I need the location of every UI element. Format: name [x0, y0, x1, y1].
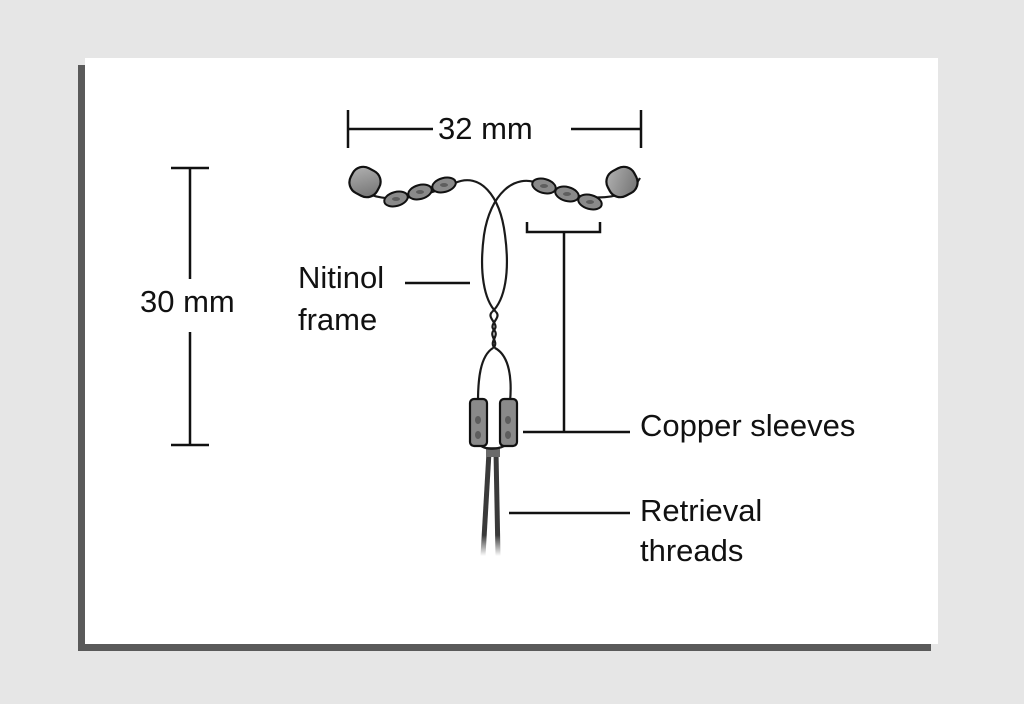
copper-leader-bracket [523, 222, 630, 434]
nitinol-frame [351, 177, 641, 450]
right-arm-beads [531, 177, 603, 211]
frame-label-line2: frame [298, 300, 378, 340]
threads-label-line1: Retrieval [640, 491, 763, 531]
width-dimension [346, 110, 643, 148]
diagram-card [85, 58, 938, 644]
right-arm-cap [605, 165, 639, 199]
height-label: 30 mm [138, 282, 237, 322]
stem-copper-sleeves [468, 397, 519, 448]
left-arm-beads [383, 176, 457, 208]
threads-label-line2: threads [640, 531, 744, 571]
retrieval-threads [480, 447, 501, 557]
frame-label-line1: Nitinol [298, 258, 385, 298]
copper-sleeves-label: Copper sleeves [640, 406, 856, 446]
height-dimension [171, 166, 209, 447]
width-label: 32 mm [434, 109, 537, 149]
left-arm-cap [348, 165, 382, 199]
